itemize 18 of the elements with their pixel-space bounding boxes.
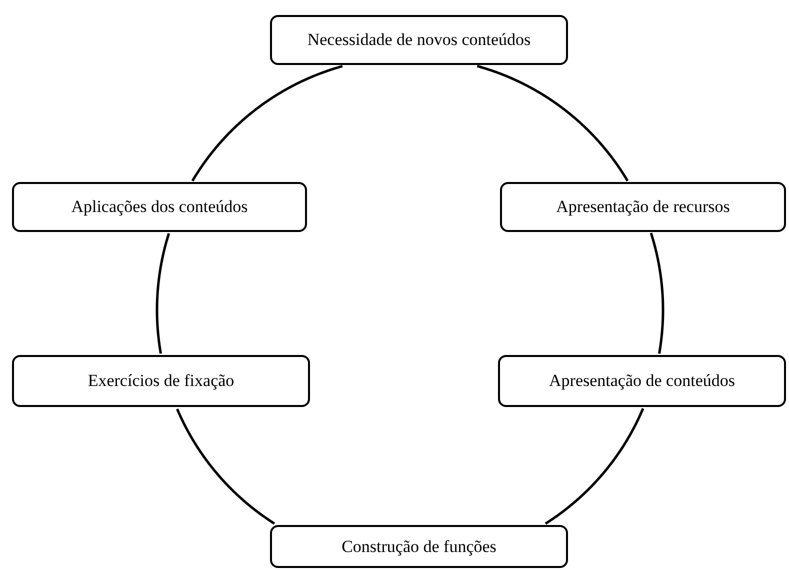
step-label: Exercícios de fixação — [88, 371, 234, 391]
process-box — [270, 15, 568, 65]
step-label: Aplicações dos conteúdos — [71, 197, 248, 217]
process-box — [12, 182, 307, 232]
step-label: Apresentação de conteúdos — [549, 371, 735, 391]
connector-arc — [544, 408, 644, 525]
process-box — [12, 355, 310, 407]
process-box — [270, 525, 568, 568]
connector-arc — [650, 232, 664, 354]
connector-arc — [176, 408, 276, 525]
connector-arc — [476, 64, 629, 182]
process-box — [498, 355, 786, 407]
step-label: Apresentação de recursos — [556, 197, 730, 217]
process-box — [500, 182, 786, 232]
connector-arc — [156, 232, 170, 354]
step-label: Necessidade de novos conteúdos — [307, 30, 531, 50]
connector-arc — [191, 64, 343, 182]
step-label: Construção de funções — [342, 536, 496, 556]
